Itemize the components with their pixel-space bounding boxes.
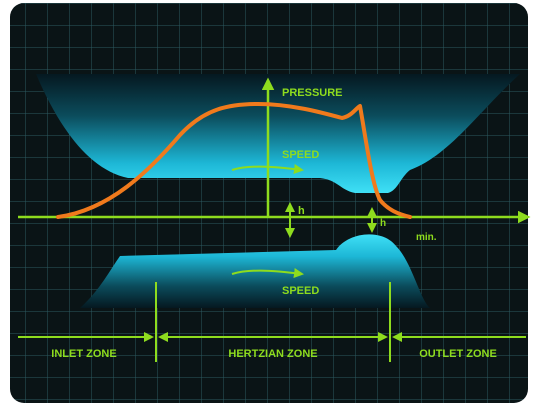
pressure-label: PRESSURE: [282, 87, 343, 99]
speed-arrow-bottom: [231, 268, 304, 278]
hertzian-zone-label: HERTZIAN ZONE: [228, 348, 317, 360]
upper-fluid-body: [36, 74, 520, 193]
pressure-curve: [56, 102, 412, 219]
speed-label-top: SPEED: [282, 149, 319, 161]
speed-label-bottom: SPEED: [282, 285, 319, 297]
min-film-suffix: min.: [416, 232, 437, 243]
outlet-zone-label: OUTLET ZONE: [419, 348, 497, 360]
film-thickness-label: h: [298, 205, 305, 217]
inlet-zone-label: INLET ZONE: [51, 348, 116, 360]
speed-arrow-top: [231, 164, 304, 174]
min-film-symbol: h: [380, 218, 386, 229]
